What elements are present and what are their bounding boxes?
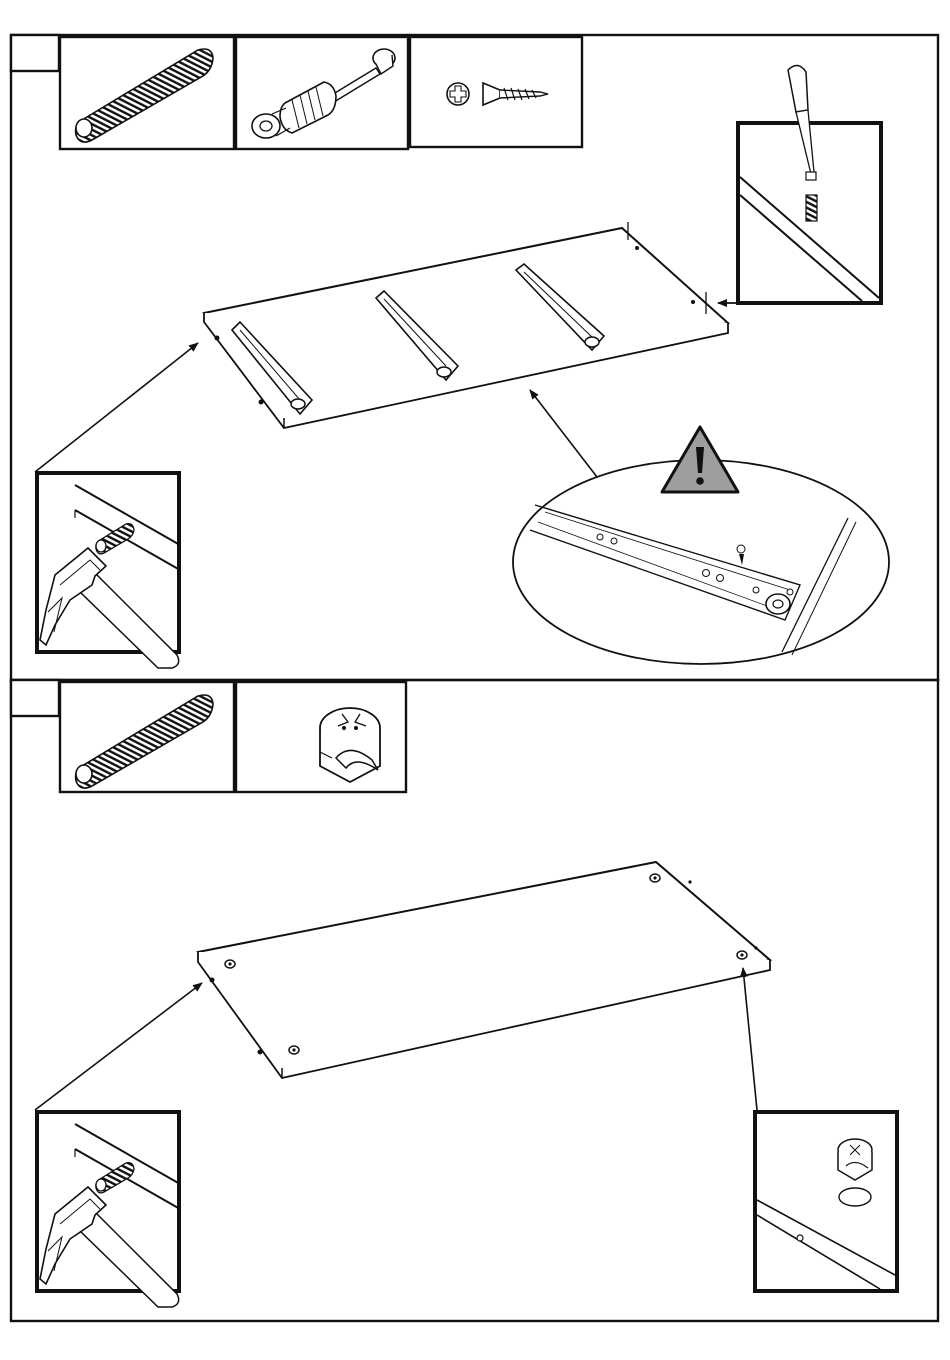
part-dowel-icon xyxy=(60,37,234,149)
hammer-detail-icon-2 xyxy=(37,1112,180,1307)
step-2-panel xyxy=(11,680,938,1321)
step-1-panel xyxy=(11,35,938,680)
part-dowel-icon-2 xyxy=(60,682,234,792)
screwdriver-detail-icon xyxy=(738,65,881,303)
step-1-number-box xyxy=(11,35,59,71)
board-with-runners xyxy=(204,222,728,428)
step-2-number-box xyxy=(11,680,59,716)
warning-icon xyxy=(662,427,738,492)
hammer-detail-icon xyxy=(37,473,180,668)
part-cam-nut-icon xyxy=(236,682,406,792)
board-with-cam-holes xyxy=(198,862,770,1078)
part-cam-bolt-icon xyxy=(236,37,408,149)
cam-nut-detail-icon xyxy=(755,1112,897,1291)
part-screw-icon xyxy=(410,37,582,147)
